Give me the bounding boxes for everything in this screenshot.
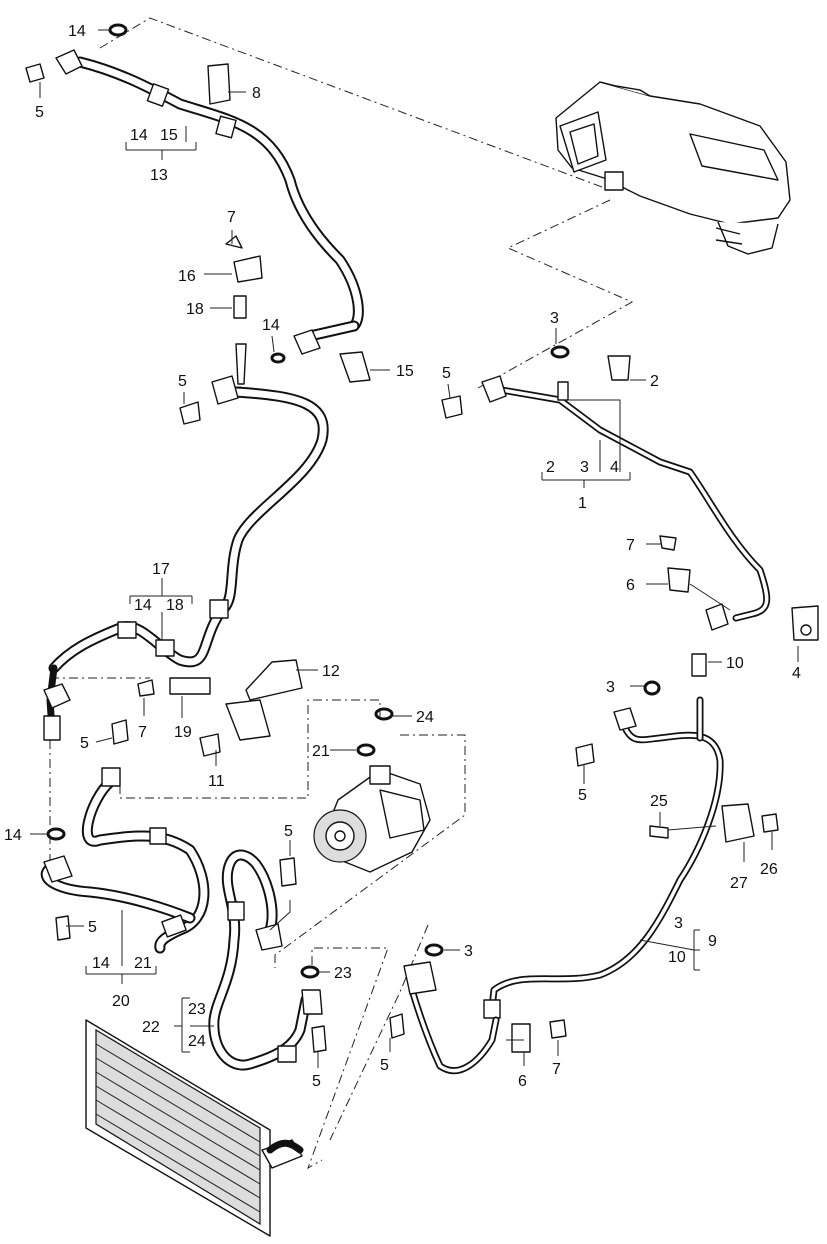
callout-18: 18 [186, 301, 204, 318]
callout-14: 14 [68, 23, 86, 40]
evaporator-housing [555, 81, 791, 255]
callout-15: 15 [396, 363, 414, 380]
ac-compressor [313, 765, 431, 873]
callout-13: 13 [150, 167, 168, 184]
callout-10: 10 [726, 655, 744, 672]
callout-7: 7 [626, 537, 635, 554]
callout-14: 14 [134, 597, 152, 614]
callout-7: 7 [138, 724, 147, 741]
callout-6: 6 [626, 577, 635, 594]
pipe-lower [403, 961, 531, 1075]
callout-7: 7 [227, 209, 236, 226]
callout-15: 15 [160, 127, 178, 144]
callout-5: 5 [578, 787, 587, 804]
callout-27: 27 [730, 875, 748, 892]
pipe-1 [481, 375, 771, 631]
callout-24: 24 [188, 1033, 206, 1050]
pipe-22 [208, 849, 323, 1071]
callout-14: 14 [130, 127, 148, 144]
callout-14: 14 [92, 955, 110, 972]
callout-22: 22 [142, 1019, 160, 1036]
callout-5: 5 [380, 1057, 389, 1074]
callout-3: 3 [606, 679, 615, 696]
callout-17: 17 [152, 561, 170, 578]
hose-17 [43, 375, 329, 741]
callout-10: 10 [668, 949, 686, 966]
callout-14: 14 [262, 317, 280, 334]
suction-hose-top [55, 49, 364, 355]
callout-2: 2 [650, 373, 659, 390]
callout-19: 19 [174, 724, 192, 741]
callout-5: 5 [88, 919, 97, 936]
callout-1: 1 [578, 495, 587, 512]
small-parts [25, 23, 819, 1053]
callout-5: 5 [312, 1073, 321, 1090]
callout-14: 14 [4, 827, 22, 844]
callout-23: 23 [334, 965, 352, 982]
hose-20 [40, 767, 210, 954]
callout-5: 5 [35, 104, 44, 121]
callout-6: 6 [518, 1073, 527, 1090]
callout-3: 3 [580, 459, 589, 476]
callout-3: 3 [674, 915, 683, 932]
callout-7: 7 [552, 1061, 561, 1078]
callout-3: 3 [550, 310, 559, 327]
condenser [85, 1019, 304, 1237]
callout-25: 25 [650, 793, 668, 810]
leader-lines [30, 29, 799, 1068]
callout-5: 5 [80, 735, 89, 752]
callout-8: 8 [252, 85, 261, 102]
callout-2: 2 [546, 459, 555, 476]
callout-18: 18 [166, 597, 184, 614]
callout-11: 11 [208, 773, 225, 790]
callout-20: 20 [112, 993, 130, 1010]
callout-21: 21 [134, 955, 152, 972]
callout-24: 24 [416, 709, 434, 726]
callout-16: 16 [178, 268, 196, 285]
callout-12: 12 [322, 663, 340, 680]
pipe-9 [483, 696, 724, 1019]
callout-5: 5 [284, 823, 293, 840]
callout-26: 26 [760, 861, 778, 878]
callout-23: 23 [188, 1001, 206, 1018]
callout-9: 9 [708, 933, 717, 950]
callout-5: 5 [442, 365, 451, 382]
callout-4: 4 [792, 665, 801, 682]
reference-lines [49, 17, 634, 1170]
callout-4: 4 [610, 459, 619, 476]
callout-labels: 14 5 8 14 15 13 7 16 18 14 15 5 3 2 5 2 … [4, 23, 801, 1090]
callout-21: 21 [312, 743, 330, 760]
callout-5: 5 [178, 373, 187, 390]
callout-3: 3 [464, 943, 473, 960]
